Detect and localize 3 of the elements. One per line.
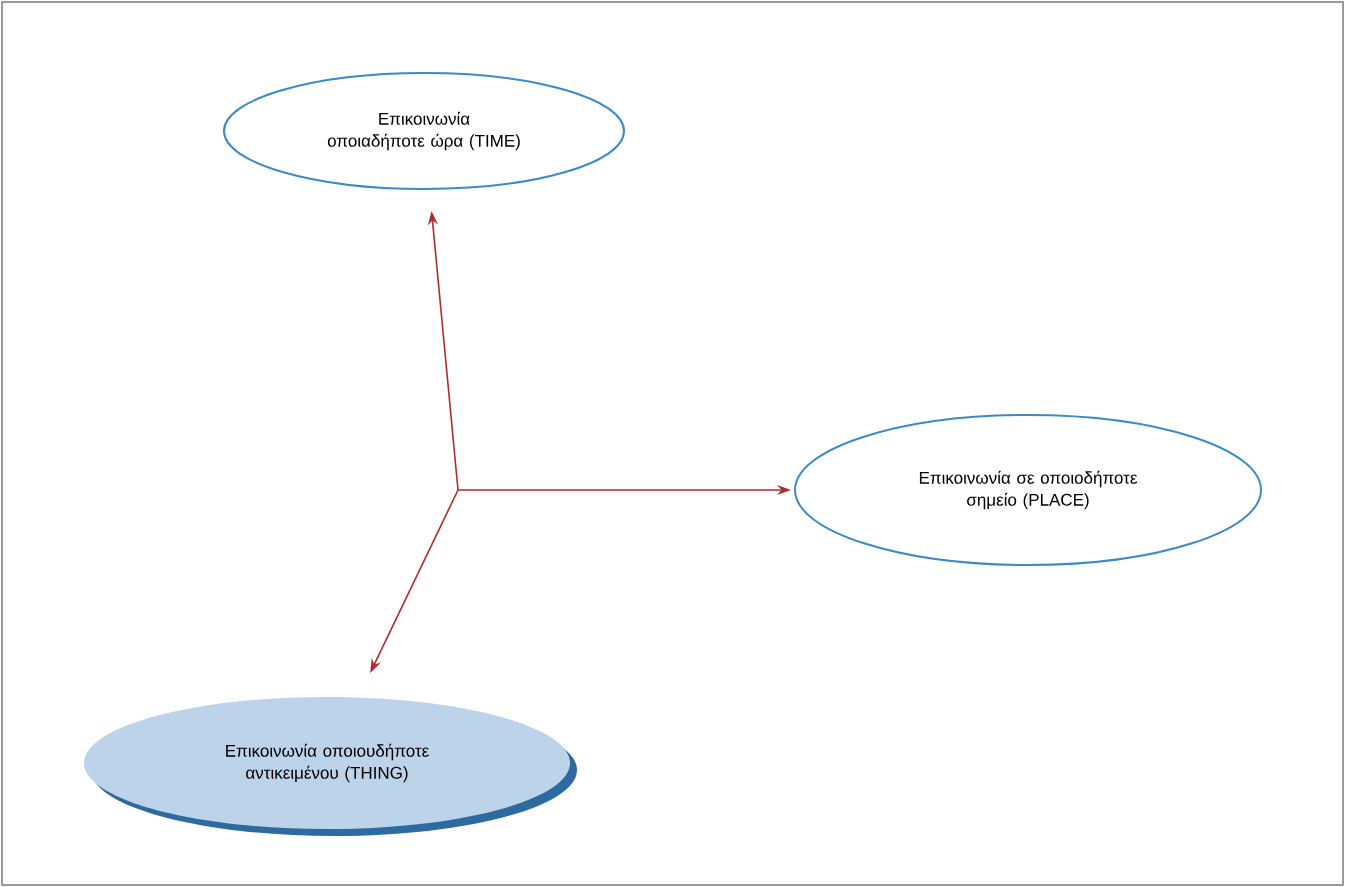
ellipse-node: Επικοινωνία σε οποιοδήποτε σημείο (PLACE) xyxy=(794,414,1262,566)
ellipse-node: Επικοινωνία οποιαδήποτε ώρα (TIME) xyxy=(223,72,625,190)
ellipse-node: Επικοινωνία οποιουδήποτε αντικειμένου (THING) xyxy=(84,697,577,836)
